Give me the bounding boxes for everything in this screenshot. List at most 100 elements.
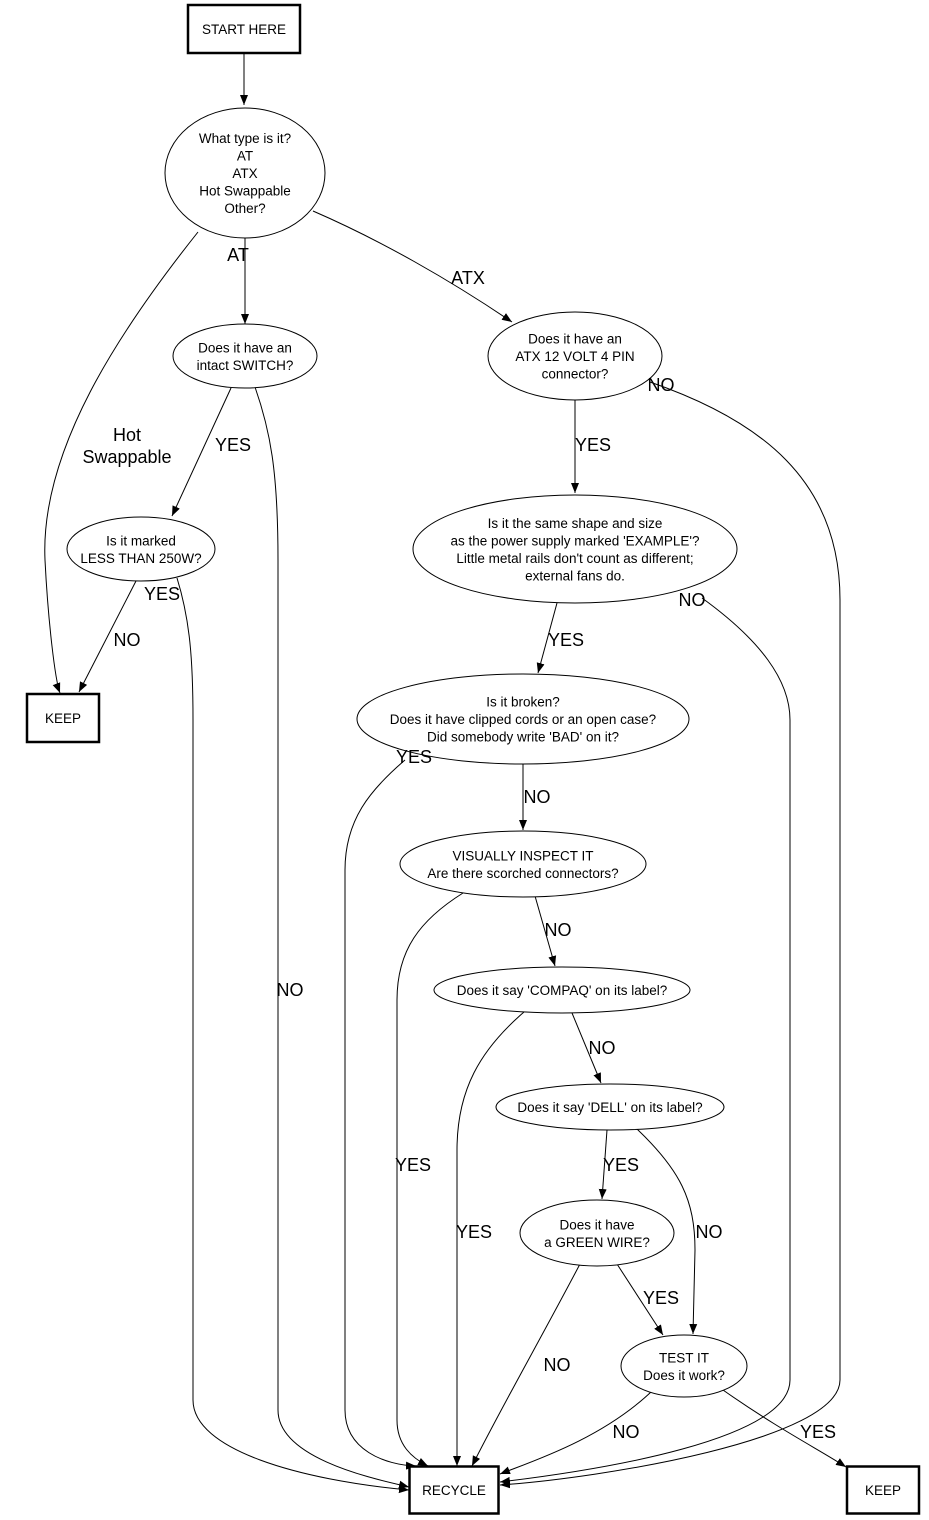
edge-label-switch-to-recycle: NO	[277, 980, 304, 1000]
node-keep1-box	[25, 692, 101, 744]
node-compaq: Does it say 'COMPAQ' on its label?	[433, 966, 691, 1014]
node-visual-ellipse	[399, 830, 647, 898]
edge-label-atx12-to-recycle: NO	[648, 375, 675, 395]
edge-compaq-to-recycle	[453, 1011, 525, 1466]
node-test-text: Does it work?	[643, 1368, 725, 1383]
node-less250-text: Is it marked	[106, 533, 176, 548]
node-recycle-box	[408, 1465, 500, 1515]
edge-type-to-atx12	[312, 210, 513, 323]
edge-dell-to-green	[598, 1129, 608, 1200]
edge-label-dell-to-green: YES	[603, 1155, 639, 1175]
node-keep2: KEEP	[845, 1465, 921, 1515]
node-atx12: Does it have an ATX 12 VOLT 4 PIN connecto…	[487, 311, 663, 401]
edge-label-broken-to-visual: NO	[524, 787, 551, 807]
edge-visual-to-recycle	[396, 892, 464, 1467]
edge-green-to-test	[616, 1263, 664, 1336]
edge-label-type-to-switch: AT	[227, 245, 249, 265]
edge-label-compaq-to-dell: NO	[589, 1038, 616, 1058]
edge-compaq-to-dell	[571, 1012, 602, 1084]
edge-label-switch-to-less250: YES	[215, 435, 251, 455]
edge-label-shape-to-broken: YES	[548, 630, 584, 650]
node-atx12-text: Does it have an	[528, 332, 622, 347]
edge-label-broken-to-recycle: YES	[396, 747, 432, 767]
edge-shape-to-broken	[536, 602, 558, 674]
node-atx12-text: connector?	[542, 367, 609, 382]
node-start: START HERE	[186, 3, 302, 55]
node-broken-text: Did somebody write 'BAD' on it?	[427, 730, 619, 745]
node-shape-text: external fans do.	[525, 568, 625, 583]
edge-label-visual-to-recycle: YES	[395, 1155, 431, 1175]
node-green-ellipse	[519, 1199, 675, 1267]
node-shape-ellipse	[412, 494, 738, 604]
node-dell-ellipse	[495, 1083, 725, 1131]
edge-label-type-to-keep1: Hot	[113, 425, 141, 445]
edge-label-green-to-test: YES	[643, 1288, 679, 1308]
edge-green-to-recycle	[471, 1263, 581, 1467]
edge-type-to-keep1	[44, 231, 199, 694]
edge-test-to-keep2	[722, 1389, 847, 1468]
node-keep1: KEEP	[25, 692, 101, 744]
edge-switch-to-recycle	[254, 386, 410, 1489]
node-keep2-box	[845, 1465, 921, 1515]
edge-atx12-to-recycle	[499, 381, 841, 1489]
node-test: TEST IT Does it work?	[620, 1334, 748, 1398]
edge-label-visual-to-compaq: NO	[545, 920, 572, 940]
node-dell: Does it say 'DELL' on its label?	[495, 1083, 725, 1131]
node-test-text: TEST IT	[659, 1350, 709, 1365]
node-green-text: Does it have	[559, 1217, 634, 1232]
node-atx12-text: ATX 12 VOLT 4 PIN	[515, 349, 634, 364]
node-switch-ellipse	[172, 323, 318, 389]
node-recycle: RECYCLE	[408, 1465, 500, 1515]
node-atx12-ellipse	[487, 311, 663, 401]
node-shape-text: Is it the same shape and size	[488, 516, 663, 531]
node-visual: VISUALLY INSPECT IT Are there scorched co…	[399, 830, 647, 898]
node-type-text: ATX	[232, 166, 257, 181]
edge-label-compaq-to-recycle: YES	[456, 1222, 492, 1242]
node-switch-text: Does it have an	[198, 340, 292, 355]
edge-label-shape-to-recycle: NO	[679, 590, 706, 610]
node-switch-text: intact SWITCH?	[197, 358, 294, 373]
node-type-text: Hot Swappable	[199, 184, 291, 199]
node-less250-text: LESS THAN 250W?	[80, 551, 201, 566]
edge-shape-to-recycle	[499, 597, 791, 1485]
node-broken-text: Is it broken?	[486, 695, 560, 710]
node-less250-ellipse	[66, 516, 216, 582]
node-test-ellipse	[620, 1334, 748, 1398]
node-broken: Is it broken? Does it have clipped cords …	[356, 673, 690, 765]
node-visual-text: Are there scorched connectors?	[427, 866, 618, 881]
edge-dell-to-test	[636, 1128, 698, 1335]
node-shape-text: Little metal rails don't count as differ…	[456, 551, 693, 566]
edge-label-less250-to-keep1: NO	[114, 630, 141, 650]
node-broken-ellipse	[356, 673, 690, 765]
edge-less250-to-recycle	[176, 577, 410, 1494]
node-broken-text: Does it have clipped cords or an open ca…	[390, 712, 656, 727]
edge-label-less250-to-recycle: YES	[144, 584, 180, 604]
edge-visual-to-compaq	[534, 895, 557, 967]
node-compaq-text: Does it say 'COMPAQ' on its label?	[457, 983, 667, 998]
edge-label-dell-to-test: NO	[696, 1222, 723, 1242]
node-keep2-text: KEEP	[865, 1483, 901, 1498]
edge-label-atx12-to-shape: YES	[575, 435, 611, 455]
node-switch: Does it have an intact SWITCH?	[172, 323, 318, 389]
edge-label-green-to-recycle: NO	[544, 1355, 571, 1375]
node-type-text: Other?	[224, 201, 265, 216]
node-dell-text: Does it say 'DELL' on its label?	[517, 1100, 702, 1115]
node-compaq-ellipse	[433, 966, 691, 1014]
node-visual-text: VISUALLY INSPECT IT	[452, 848, 593, 863]
edge-label-type-to-atx12: ATX	[451, 268, 485, 288]
node-start-text: START HERE	[202, 22, 286, 37]
edge-test-to-recycle	[499, 1391, 652, 1475]
edge-label-test-to-recycle: NO	[613, 1422, 640, 1442]
edge-label-type-to-keep1: Swappable	[82, 447, 171, 467]
edge-label-test-to-keep2: YES	[800, 1422, 836, 1442]
node-type-text: AT	[237, 149, 253, 164]
edge-less250-to-keep1	[78, 580, 137, 693]
edge-broken-to-recycle	[344, 759, 417, 1470]
node-keep1-text: KEEP	[45, 711, 81, 726]
edge-switch-to-less250	[171, 387, 232, 517]
node-start-box	[186, 3, 302, 55]
